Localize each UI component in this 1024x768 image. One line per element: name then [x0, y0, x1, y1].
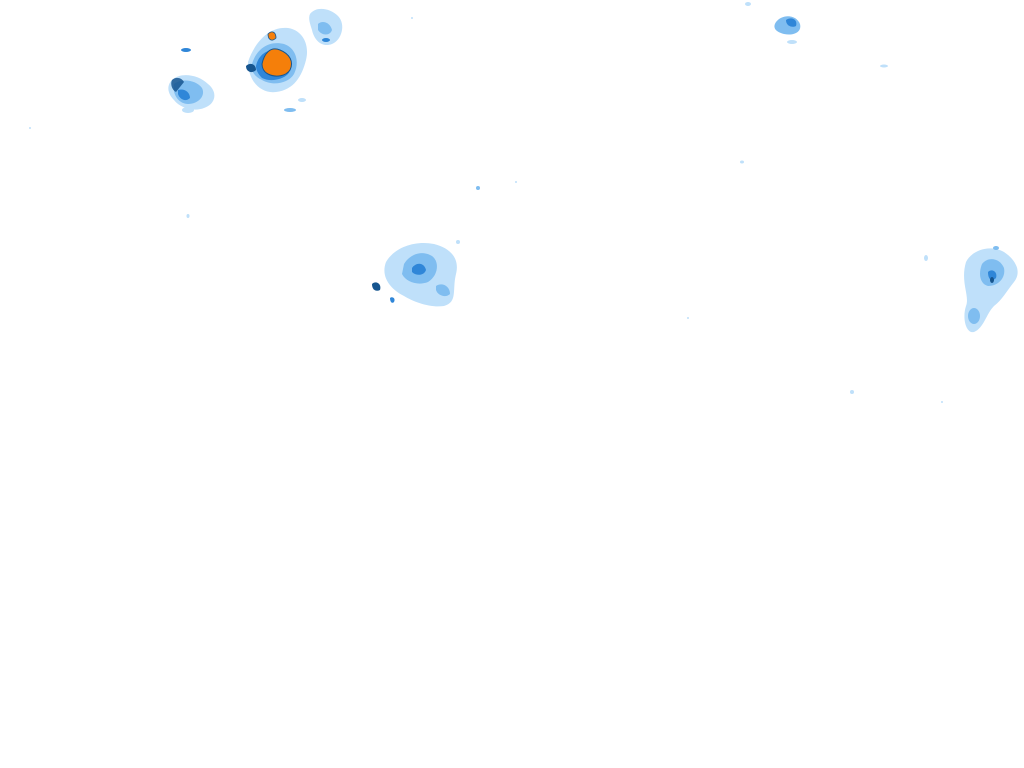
- precip-cell-e: [372, 240, 460, 307]
- precip-cell-d: [745, 2, 888, 68]
- precip-cell-a: [168, 48, 215, 113]
- precip-cell-c: [309, 8, 343, 46]
- precip-cell-f: [924, 246, 1018, 333]
- precip-cell-b: [246, 27, 308, 112]
- precip-specks: [29, 17, 943, 403]
